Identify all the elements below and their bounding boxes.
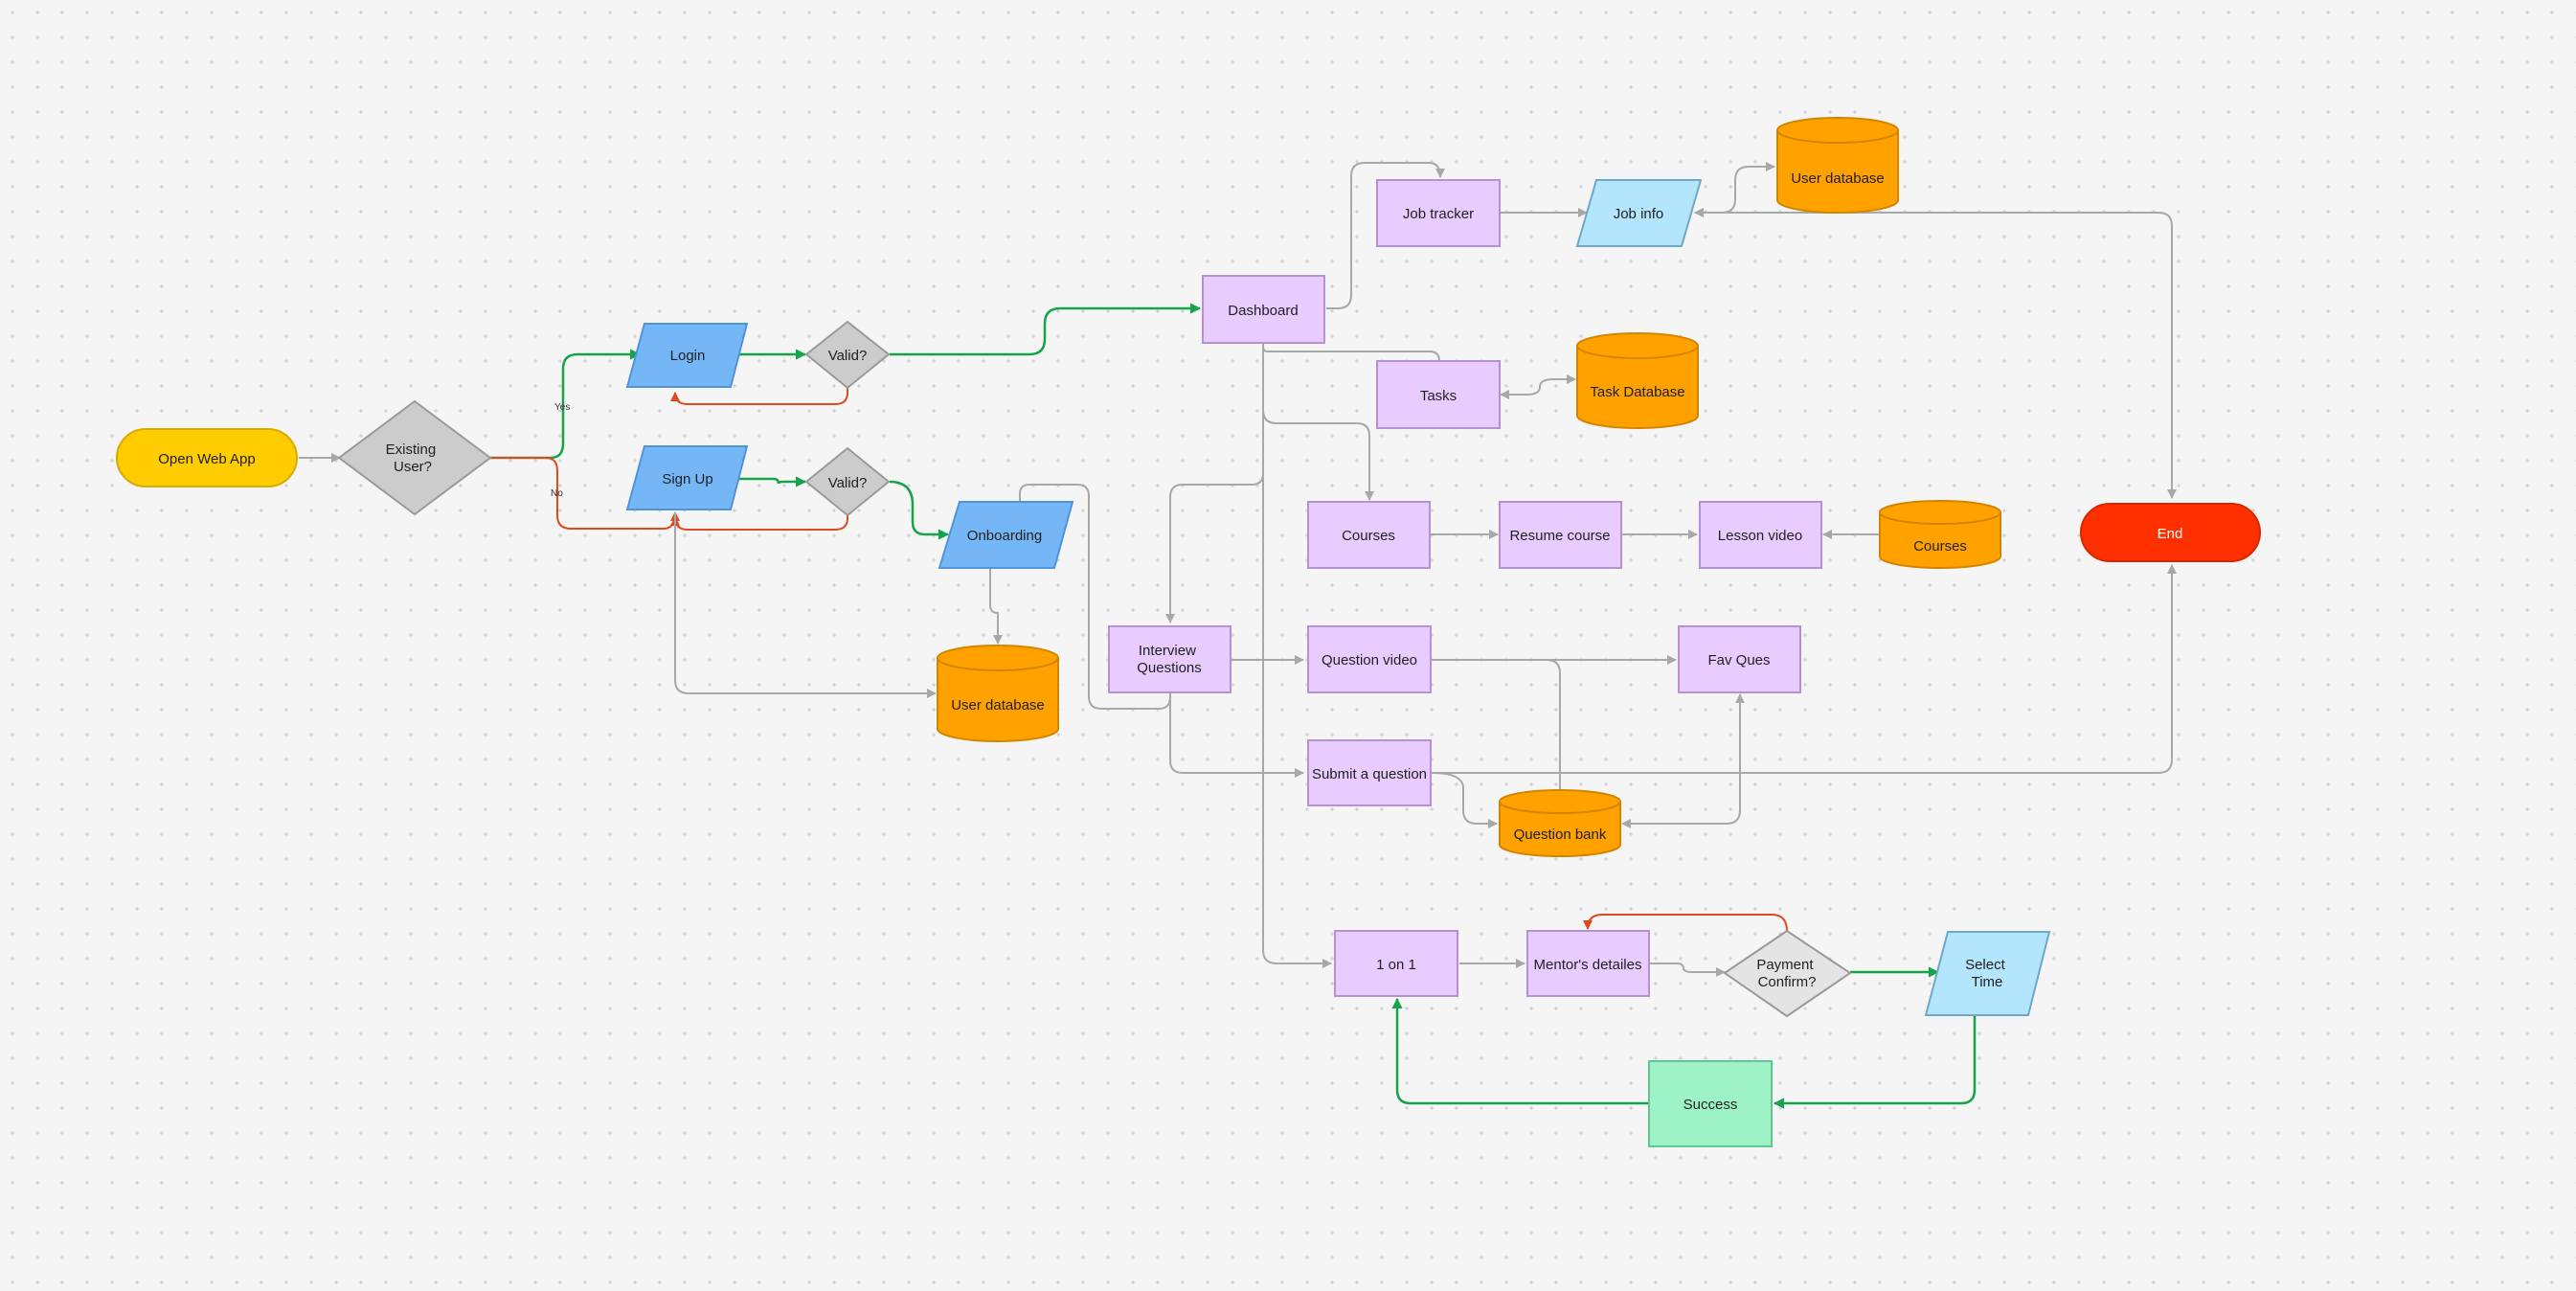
edge-submit-to-qbank: [1431, 772, 1498, 828]
edge-signup-to-valid: [735, 476, 807, 487]
edge-mentor-to-payment: [1650, 963, 1726, 977]
edge-jobinfo-userdb: [1694, 162, 1775, 217]
edge-selecttime-to-success: [1773, 1015, 1977, 1109]
svg-text:Existing User?: Existing User?: [386, 442, 441, 475]
svg-text:Login: Login: [670, 348, 706, 364]
svg-text:Select Time: Select Time: [1965, 957, 2009, 990]
node-user-database-jobs[interactable]: User database: [1776, 117, 1899, 214]
edges: Yes No: [299, 162, 2177, 1109]
node-end[interactable]: End: [2080, 503, 2261, 562]
edge-dashboard-to-interview: [1165, 343, 1264, 623]
svg-text:End: End: [2158, 526, 2183, 542]
svg-text:Interview Questions: Interview Questions: [1137, 643, 1202, 676]
svg-text:Mentor's detailes: Mentor's detailes: [1534, 957, 1642, 973]
edge-tasks-taskdb: [1500, 374, 1576, 399]
edge-dashboard-to-jobtracker: [1326, 162, 1445, 309]
edge-dashboard-to-tasks: [1262, 343, 1440, 362]
edge-label-no: No: [551, 488, 563, 499]
node-lesson-video[interactable]: Lesson video: [1699, 501, 1822, 569]
node-success[interactable]: Success: [1648, 1060, 1773, 1147]
edge-dashboard-to-1on1: [1262, 343, 1332, 968]
svg-text:Onboarding: Onboarding: [967, 528, 1042, 544]
node-mentors-details[interactable]: Mentor's detailes: [1526, 930, 1650, 997]
node-open-web-app[interactable]: Open Web App: [116, 428, 298, 487]
svg-text:Job info: Job info: [1614, 206, 1664, 222]
node-sign-up[interactable]: Sign Up: [625, 445, 749, 510]
node-onboarding[interactable]: Onboarding: [938, 501, 1074, 569]
node-valid-signup-decision[interactable]: Valid?: [804, 446, 891, 517]
edge-valid-to-signup-retry: [670, 514, 848, 531]
edge-interview-to-submit: [1169, 692, 1304, 778]
edge-payment-to-mentor-retry: [1583, 914, 1788, 932]
node-resume-course[interactable]: Resume course: [1499, 501, 1622, 569]
edge-qvideo-to-qbank: [1546, 659, 1561, 791]
node-fav-ques[interactable]: Fav Ques: [1678, 625, 1801, 693]
svg-text:Valid?: Valid?: [828, 348, 868, 364]
edge-submit-to-end: [1432, 564, 2177, 774]
svg-text:Job tracker: Job tracker: [1403, 206, 1474, 222]
edge-valid-to-onboarding: [889, 480, 950, 540]
node-interview-questions[interactable]: Interview Questions: [1108, 625, 1232, 693]
edge-onboarding-to-userdb: [989, 569, 1003, 645]
edge-end-to-jobinfo: [1694, 208, 2177, 499]
svg-text:Valid?: Valid?: [828, 475, 868, 491]
svg-text:Fav Ques: Fav Ques: [1707, 652, 1770, 668]
node-question-video[interactable]: Question video: [1307, 625, 1432, 693]
edge-qbank-favques: [1621, 693, 1745, 828]
node-dashboard[interactable]: Dashboard: [1202, 275, 1325, 344]
node-courses[interactable]: Courses: [1307, 501, 1431, 569]
edge-label-yes: Yes: [554, 402, 570, 413]
node-existing-user-decision[interactable]: Existing User?: [337, 399, 492, 516]
node-task-database[interactable]: Task Database: [1576, 332, 1699, 429]
edge-signup-to-userdb: [674, 512, 937, 698]
svg-text:Question video: Question video: [1322, 652, 1417, 668]
node-tasks[interactable]: Tasks: [1376, 360, 1501, 429]
svg-text:1 on 1: 1 on 1: [1376, 957, 1416, 973]
node-payment-confirm-decision[interactable]: Payment Confirm?: [1723, 929, 1852, 1018]
svg-text:Success: Success: [1683, 1097, 1738, 1113]
svg-text:Dashboard: Dashboard: [1228, 303, 1298, 319]
node-valid-login-decision[interactable]: Valid?: [804, 320, 891, 390]
node-question-bank[interactable]: Question bank: [1499, 789, 1621, 857]
svg-text:Sign Up: Sign Up: [662, 471, 712, 487]
edge-onboarding-to-interview: [1019, 484, 1171, 710]
edge-valid-to-dashboard: [890, 303, 1202, 356]
svg-text:User database: User database: [951, 697, 1045, 713]
svg-text:Task Database: Task Database: [1590, 384, 1684, 400]
node-login[interactable]: Login: [625, 323, 749, 388]
svg-text:Open Web App: Open Web App: [158, 451, 255, 467]
edge-existing-to-login-yes: [490, 349, 642, 460]
svg-text:Courses: Courses: [1342, 528, 1395, 544]
edge-valid-to-login-retry: [670, 387, 848, 405]
node-submit-question[interactable]: Submit a question: [1307, 739, 1432, 806]
svg-text:Resume course: Resume course: [1509, 528, 1610, 544]
node-courses-database[interactable]: Courses: [1879, 500, 2001, 569]
node-job-tracker[interactable]: Job tracker: [1376, 179, 1501, 247]
edge-dashboard-to-courses: [1262, 343, 1374, 501]
node-one-on-one[interactable]: 1 on 1: [1334, 930, 1458, 997]
svg-text:Tasks: Tasks: [1420, 388, 1457, 404]
svg-text:Payment Confirm?: Payment Confirm?: [1756, 957, 1817, 990]
node-job-info[interactable]: Job info: [1575, 179, 1703, 247]
edge-success-to-1on1: [1391, 997, 1649, 1105]
svg-text:Submit a question: Submit a question: [1312, 766, 1427, 782]
nodes: Open Web App Existing User? Login Sign U…: [116, 117, 2261, 1147]
svg-text:Courses: Courses: [1913, 538, 1967, 555]
node-user-database-onboarding[interactable]: User database: [937, 645, 1059, 742]
svg-text:Lesson video: Lesson video: [1718, 528, 1802, 544]
svg-text:User database: User database: [1791, 170, 1885, 187]
node-select-time[interactable]: Select Time: [1924, 931, 2051, 1016]
svg-text:Question bank: Question bank: [1514, 827, 1607, 843]
